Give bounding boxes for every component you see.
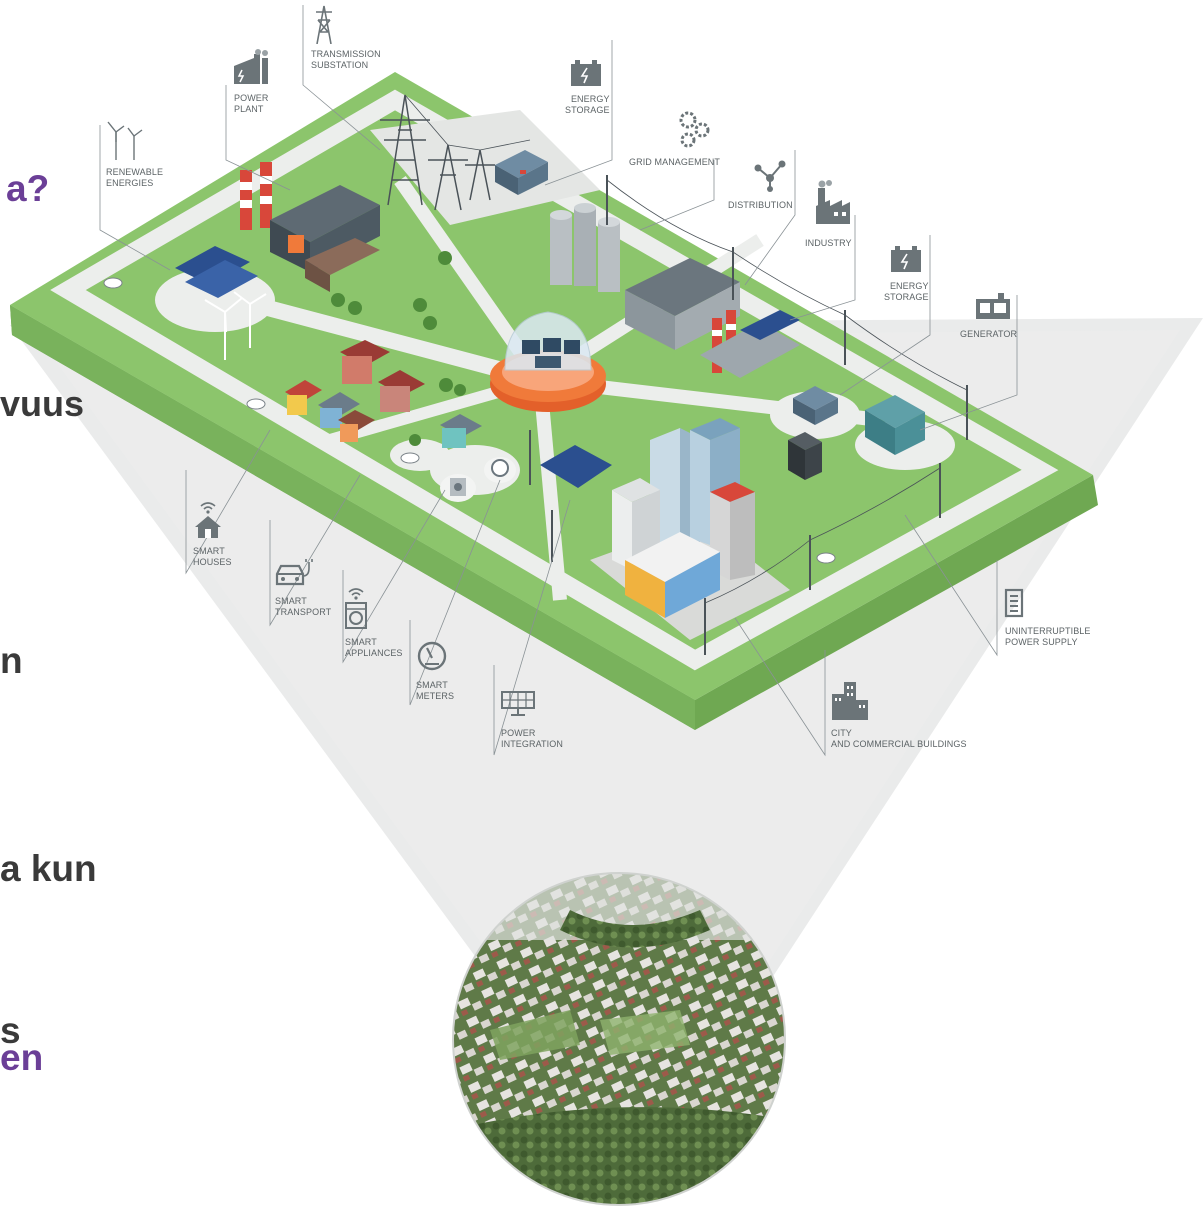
generator-icon bbox=[976, 293, 1010, 319]
smart-houses bbox=[285, 340, 482, 448]
label-line: UNINTERRUPTIBLE bbox=[1005, 626, 1091, 636]
battery-icon bbox=[571, 60, 601, 86]
battery-icon-right bbox=[891, 246, 921, 272]
industry-icon bbox=[816, 180, 850, 224]
trees bbox=[331, 251, 466, 446]
leader-lines bbox=[99, 5, 1018, 757]
label-generator: GENERATOR bbox=[960, 329, 1017, 340]
car-plug-icon bbox=[275, 559, 313, 586]
label-line: DISTRIBUTION bbox=[728, 200, 793, 210]
slide-text-1: a? bbox=[6, 168, 50, 209]
label-smart-appliances: SMART APPLIANCES bbox=[345, 637, 403, 659]
meter-gauge-icon bbox=[417, 641, 447, 671]
label-line: POWER SUPPLY bbox=[1005, 637, 1078, 647]
label-smart-meters: SMART METERS bbox=[416, 680, 454, 702]
label-power-integration: POWER INTEGRATION bbox=[501, 728, 563, 750]
wind-turbine-icon bbox=[107, 121, 143, 160]
label-line: HOUSES bbox=[193, 557, 232, 567]
distribution-nodes-icon bbox=[754, 160, 786, 192]
city-buildings bbox=[612, 418, 755, 618]
label-line: AND COMMERCIAL BUILDINGS bbox=[831, 739, 967, 749]
label-smart-houses: SMART HOUSES bbox=[193, 546, 232, 568]
label-line: INTEGRATION bbox=[501, 739, 563, 749]
label-line: ENERGY bbox=[570, 94, 610, 104]
slide-text-6: en bbox=[0, 1037, 44, 1078]
label-line: SMART bbox=[275, 596, 307, 606]
ups-icon bbox=[1004, 588, 1024, 618]
house-wifi-icon bbox=[195, 502, 221, 538]
label-line: SMART bbox=[193, 546, 225, 556]
industry-complex bbox=[550, 203, 800, 378]
factory-icon bbox=[234, 49, 268, 84]
solar-array-center bbox=[540, 445, 612, 488]
slide-text-5: s bbox=[0, 1010, 21, 1051]
label-line: STORAGE bbox=[884, 292, 929, 302]
pylon-icon bbox=[316, 5, 332, 44]
label-distribution: DISTRIBUTION bbox=[728, 200, 793, 211]
label-line: SMART bbox=[416, 680, 448, 690]
right-equipment bbox=[788, 386, 925, 480]
label-energy-storage-right: ENERGY STORAGE bbox=[884, 281, 929, 303]
gears-icon bbox=[679, 111, 710, 148]
label-energy-storage-top: ENERGY STORAGE bbox=[565, 94, 610, 116]
slide-text-4: a kun bbox=[0, 848, 97, 889]
label-line: METERS bbox=[416, 691, 455, 701]
control-center bbox=[490, 311, 606, 412]
washing-machine-wifi-icon bbox=[345, 588, 367, 629]
solar-panel-icon bbox=[501, 691, 535, 716]
appliance-meter-bubbles bbox=[440, 457, 516, 502]
label-renewable-energies: RENEWABLE ENERGIES bbox=[106, 167, 163, 189]
label-line: TRANSPORT bbox=[275, 607, 332, 617]
label-line: ENERGY bbox=[889, 281, 929, 291]
label-line: GENERATOR bbox=[960, 329, 1018, 339]
label-line: GRID MANAGEMENT bbox=[629, 157, 721, 167]
wind-turbines bbox=[204, 291, 267, 360]
solar-array-left bbox=[175, 246, 258, 298]
label-line: INDUSTRY bbox=[805, 238, 852, 248]
label-line: RENEWABLE bbox=[106, 167, 164, 177]
label-power-plant: POWER PLANT bbox=[234, 93, 269, 115]
label-industry: INDUSTRY bbox=[805, 238, 852, 249]
label-line: CITY bbox=[831, 728, 852, 738]
label-line: POWER bbox=[234, 93, 269, 103]
label-ups: UNINTERRUPTIBLE POWER SUPPLY bbox=[1005, 626, 1091, 648]
transmission-towers bbox=[380, 94, 531, 211]
label-line: STORAGE bbox=[565, 105, 610, 115]
label-line: POWER bbox=[501, 728, 536, 738]
cars bbox=[103, 277, 836, 564]
label-line: TRANSMISSION bbox=[311, 49, 381, 59]
label-smart-transport: SMART TRANSPORT bbox=[275, 596, 331, 618]
label-line: APPLIANCES bbox=[345, 648, 403, 658]
slide-text-2: vuus bbox=[0, 383, 85, 424]
power-plant bbox=[240, 162, 380, 292]
label-line: SMART bbox=[345, 637, 377, 647]
label-line: SUBSTATION bbox=[311, 60, 369, 70]
label-line: ENERGIES bbox=[106, 178, 154, 188]
label-grid-management: GRID MANAGEMENT bbox=[629, 157, 720, 168]
slide-text-3: n bbox=[0, 640, 23, 681]
label-city-commercial: CITY AND COMMERCIAL BUILDINGS bbox=[831, 728, 967, 750]
aerial-city-photo bbox=[452, 872, 786, 1206]
utility-poles bbox=[529, 175, 968, 655]
buildings-icon bbox=[832, 682, 868, 720]
label-line: PLANT bbox=[234, 104, 264, 114]
label-transmission-substation: TRANSMISSION SUBSTATION bbox=[311, 49, 381, 71]
top-energy-storage bbox=[495, 150, 548, 195]
